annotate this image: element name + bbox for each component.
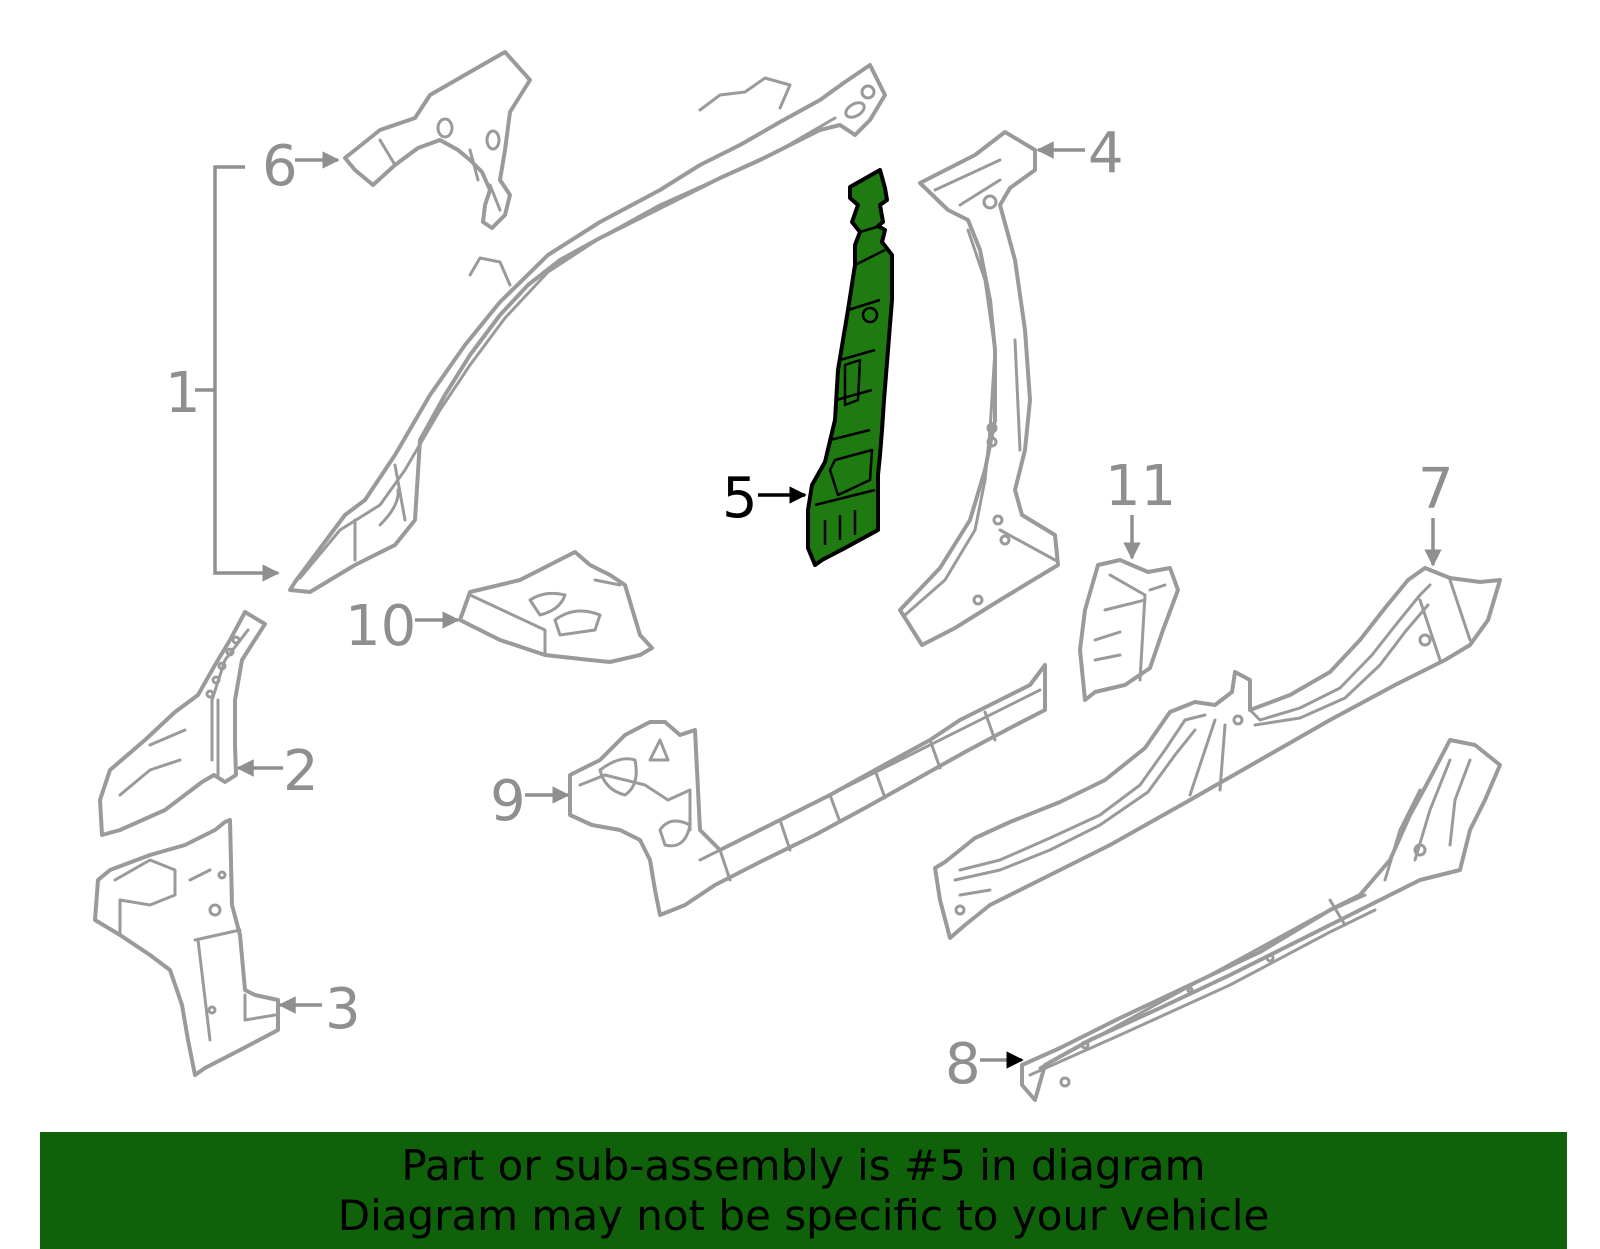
callout-6: 6 (262, 134, 298, 199)
callout-11: 11 (1105, 454, 1176, 519)
part-1[interactable] (288, 63, 887, 594)
part-2[interactable] (98, 610, 267, 837)
callout-8: 8 (945, 1032, 981, 1097)
callout-2: 2 (283, 739, 319, 804)
callout-7: 7 (1418, 457, 1454, 522)
callout-10: 10 (345, 594, 416, 659)
part-5-highlighted[interactable] (806, 168, 894, 567)
part-9[interactable] (568, 663, 1047, 917)
callout-4: 4 (1088, 121, 1124, 186)
info-banner: Part or sub-assembly is #5 in diagram Di… (40, 1132, 1567, 1249)
part-3[interactable] (93, 818, 280, 1077)
callout-1: 1 (165, 361, 201, 426)
part-7[interactable] (933, 566, 1502, 940)
part-6[interactable] (343, 50, 532, 230)
part-11[interactable] (1078, 558, 1180, 702)
callout-5: 5 (722, 466, 758, 531)
callout-3: 3 (325, 977, 361, 1042)
part-4[interactable] (898, 130, 1060, 647)
callout-1-bracket (195, 165, 280, 582)
banner-line-2: Diagram may not be specific to your vehi… (337, 1190, 1270, 1240)
banner-line-1: Part or sub-assembly is #5 in diagram (401, 1140, 1206, 1190)
part-8[interactable] (1020, 738, 1502, 1102)
callout-9: 9 (490, 769, 526, 834)
part-10[interactable] (458, 550, 654, 664)
